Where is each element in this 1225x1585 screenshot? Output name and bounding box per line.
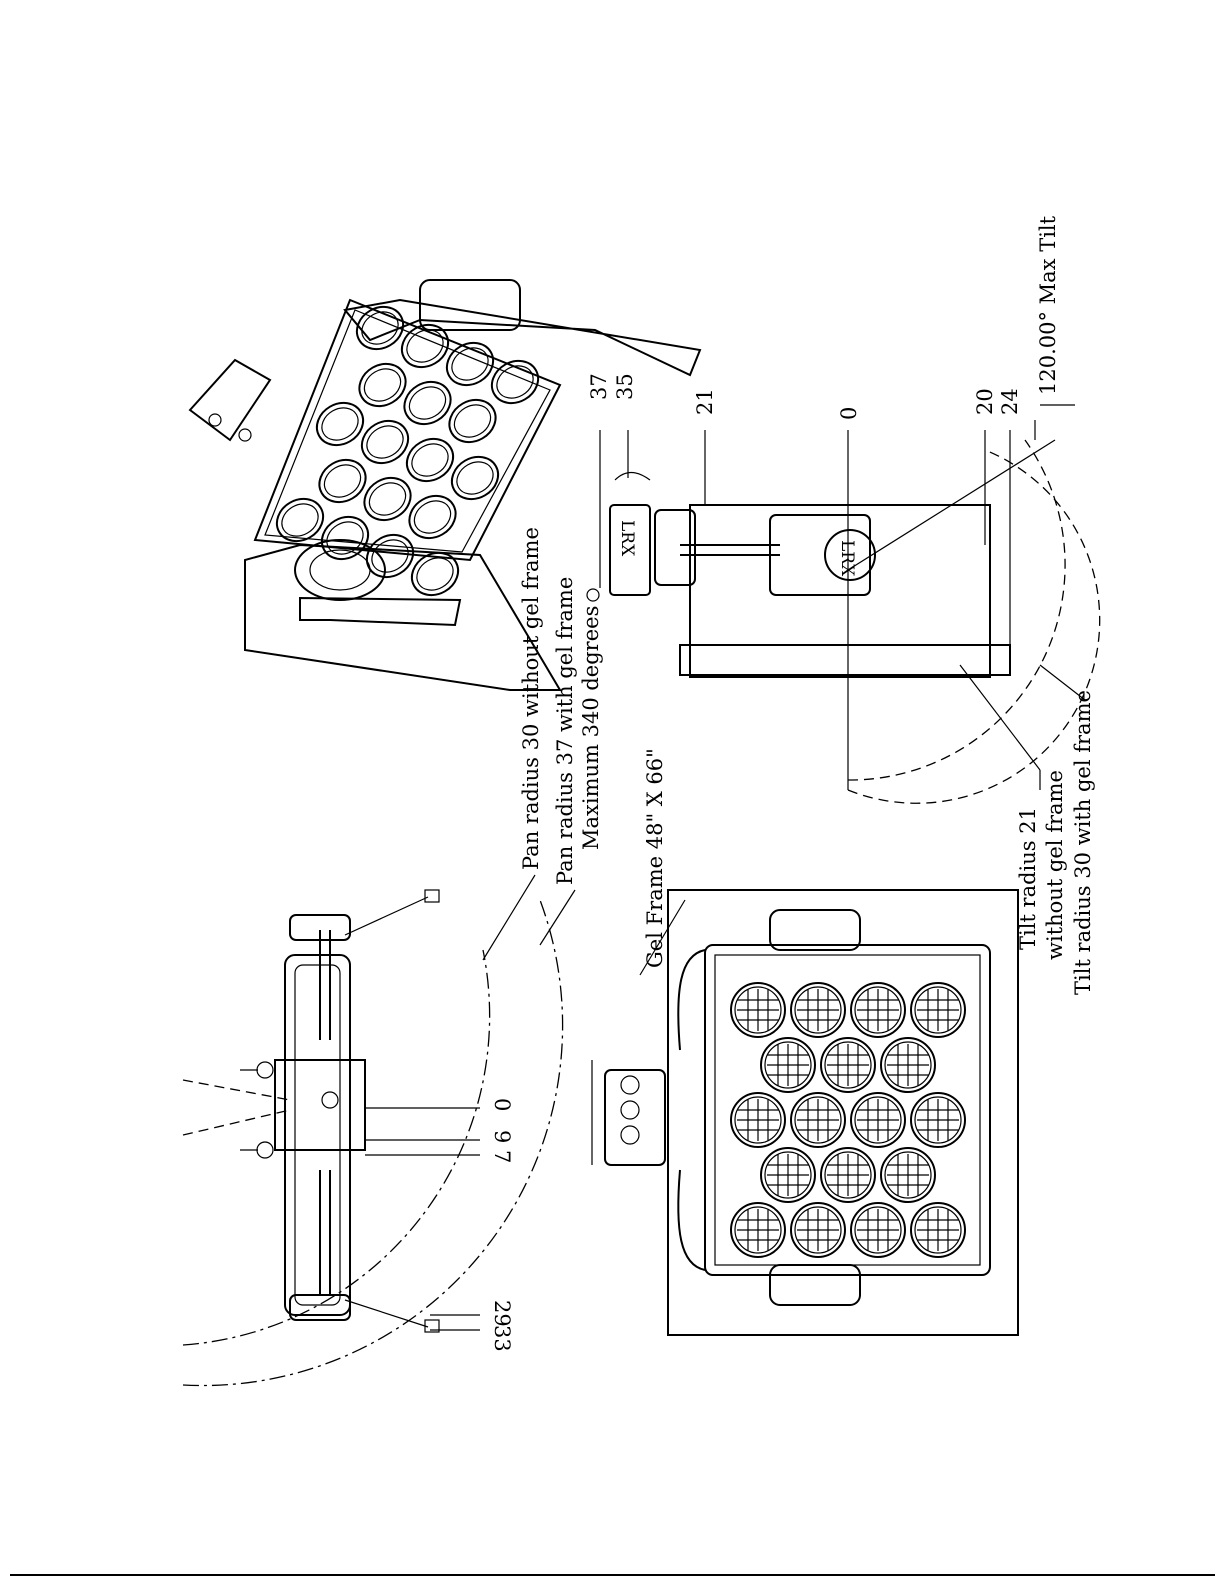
connector-brand-label: LRX: [617, 520, 637, 557]
ref-number: 7: [490, 1150, 514, 1163]
ref-number: 20: [973, 388, 997, 415]
side-view-tilt-arcs: [848, 430, 1100, 803]
ref-number: 0: [490, 1098, 514, 1111]
max-tilt-label: 120.00° Max Tilt: [1036, 215, 1060, 395]
top-view-fixture: [240, 890, 439, 1332]
fixture-brand-label: LRX: [837, 540, 857, 577]
ref-number: 0: [837, 407, 861, 420]
ref-number: 35: [613, 373, 637, 400]
pan-radius-with-label: Pan radius 37 with gel frame: [553, 577, 577, 885]
ref-number: 21: [693, 388, 717, 415]
ref-number: 29: [490, 1300, 514, 1327]
isometric-view-lens-array: [269, 299, 546, 604]
max-pan-label: Maximum 340 degrees: [579, 606, 603, 850]
side-view-reference-numbers: 37 35 21 0 20 24: [587, 373, 1022, 420]
pan-radius-without-label: Pan radius 30 without gel frame: [519, 527, 543, 870]
ref-number: 33: [490, 1325, 514, 1352]
tilt-radius-with-label: Tilt radius 30 with gel frame: [1071, 690, 1095, 995]
isometric-view-fixture: [190, 280, 700, 690]
pan-callouts: Pan radius 30 without gel frame Pan radi…: [483, 527, 685, 975]
side-view-reference-leaders: [600, 430, 1010, 650]
top-view-reference-numbers: 0 9 7 29 33: [490, 1098, 514, 1352]
ref-number: 9: [490, 1130, 514, 1143]
front-view-lens-array: [731, 983, 965, 1257]
side-view-fixture: LRX LRX: [587, 473, 1010, 678]
top-view-reference-leaders: [365, 1108, 480, 1330]
ref-number: 24: [998, 388, 1022, 415]
tilt-radius-without-label-1: Tilt radius 21: [1016, 807, 1040, 950]
tilt-radius-without-label-2: without gel frame: [1043, 770, 1067, 960]
ref-number: 37: [587, 373, 611, 400]
tilt-callouts: 120.00° Max Tilt Tilt radius 21 without …: [960, 215, 1095, 995]
